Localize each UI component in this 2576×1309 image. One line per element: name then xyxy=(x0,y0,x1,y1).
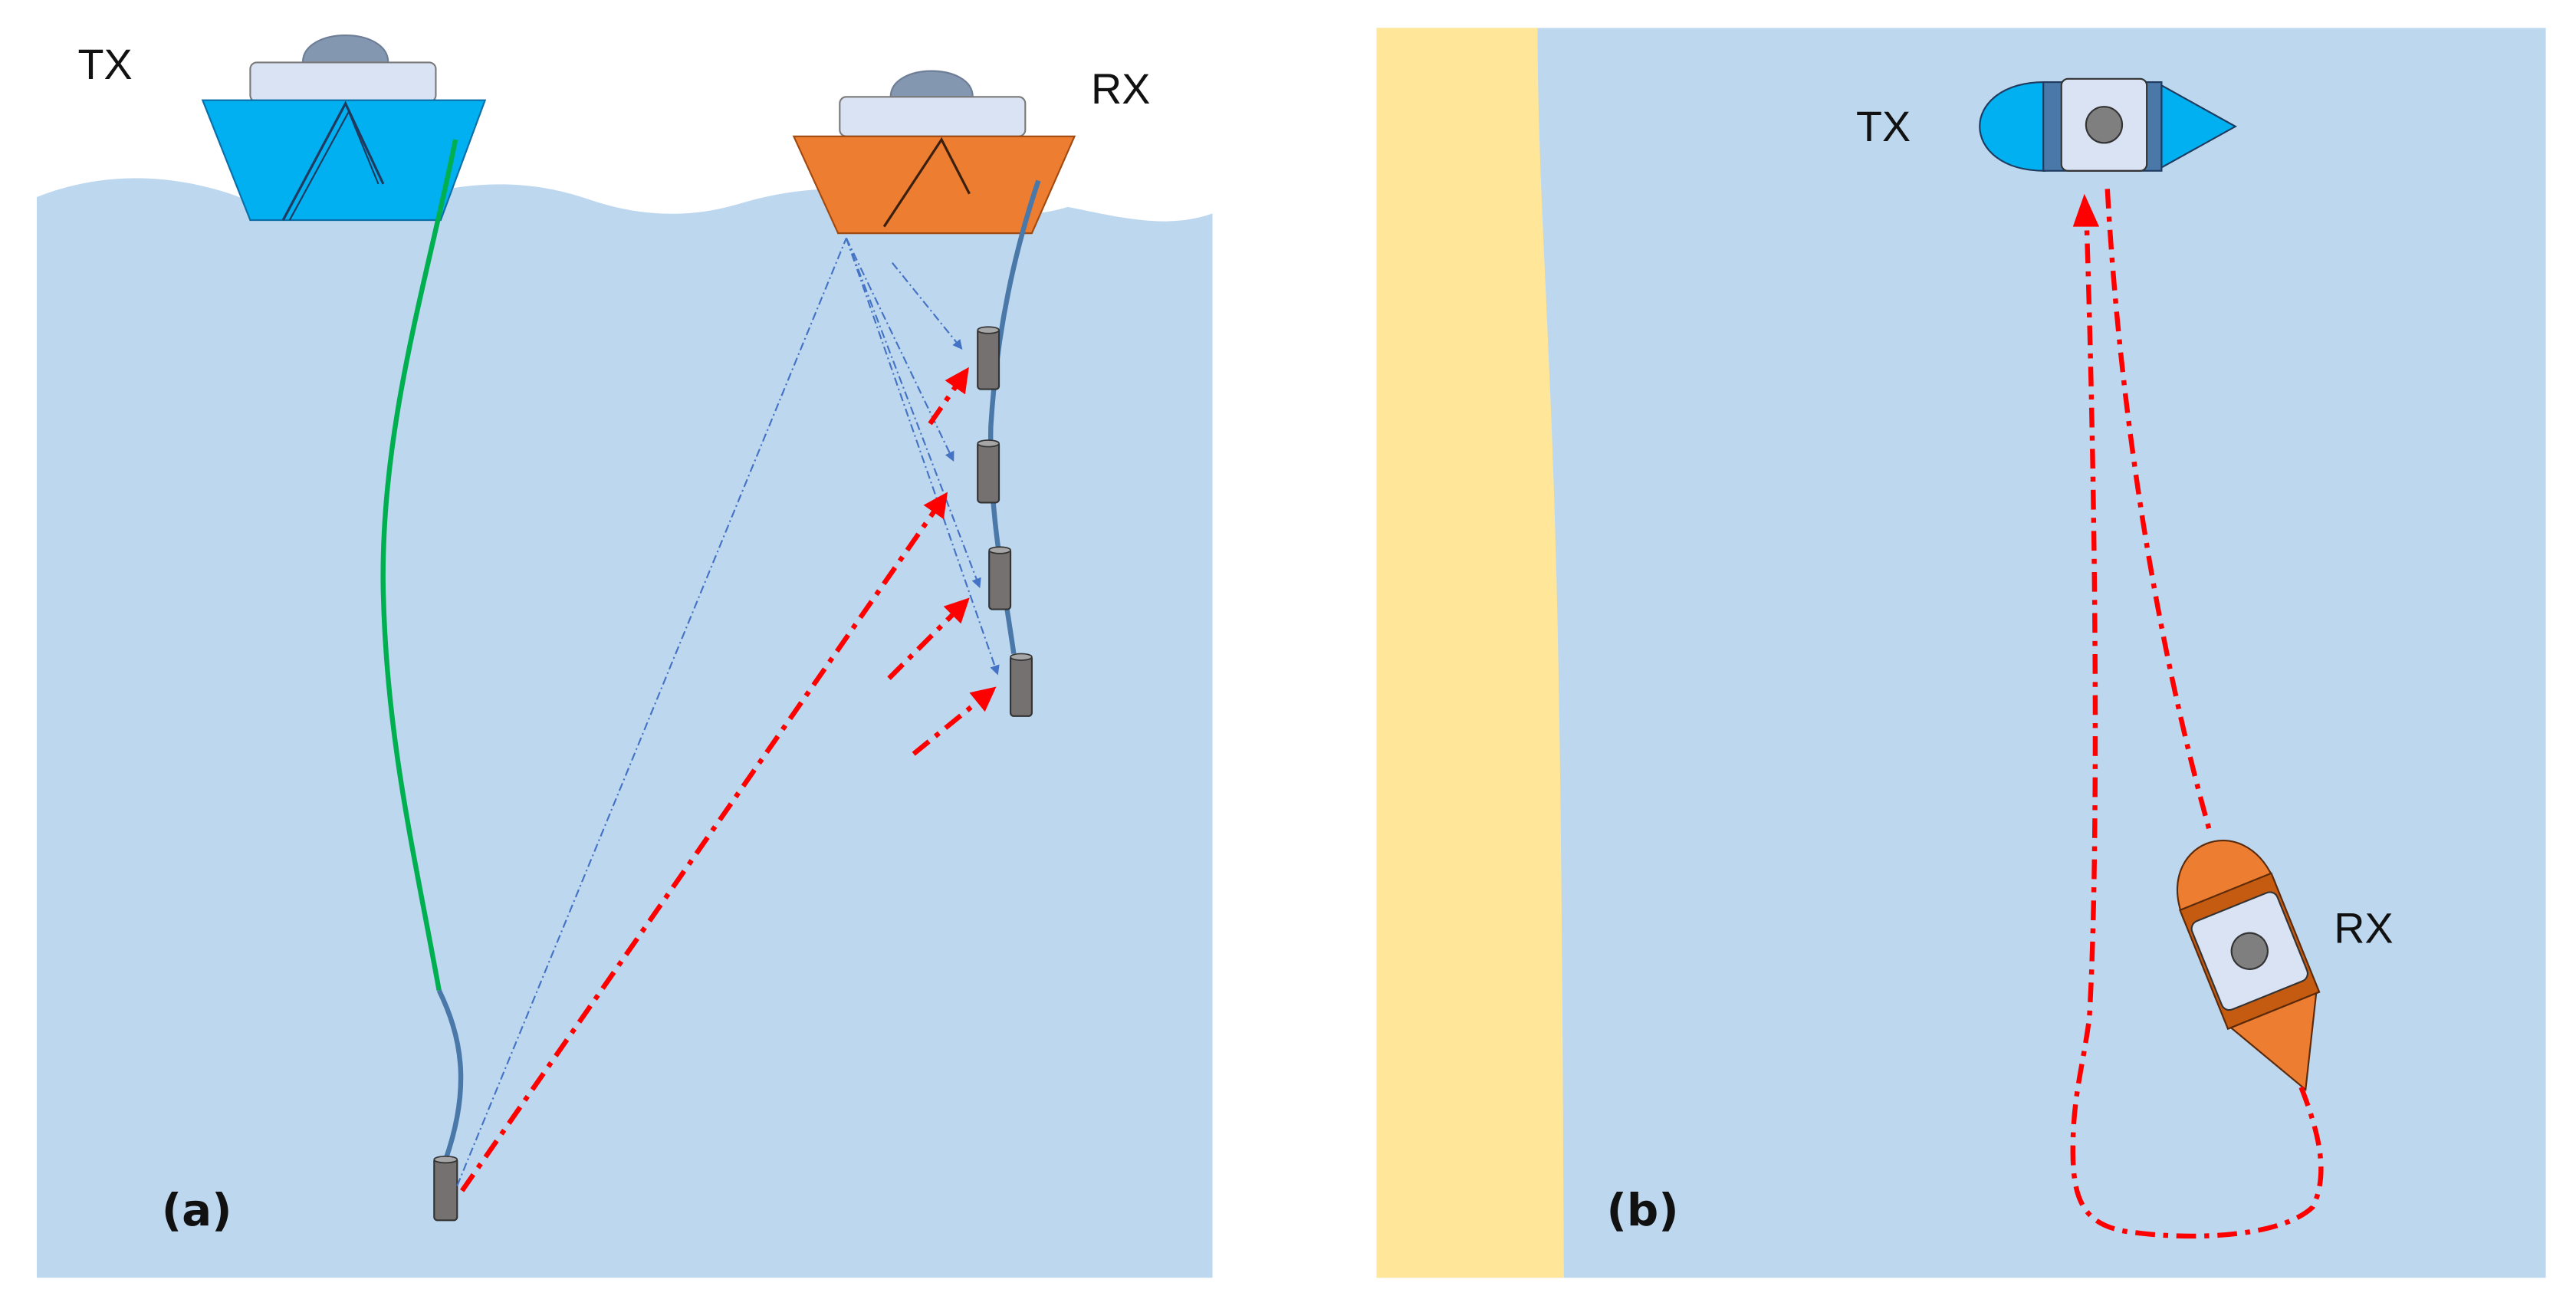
tx-boat-dome xyxy=(301,35,389,64)
sea-water-b xyxy=(1376,28,2546,1278)
tx-label-b: TX xyxy=(1856,103,1911,150)
surface-reflection-line xyxy=(456,238,847,1186)
arrowhead-icon xyxy=(845,238,955,462)
rx-boat xyxy=(792,70,1076,235)
arrowhead-icon xyxy=(845,238,1000,676)
direct-path-short-2 xyxy=(887,597,970,680)
tx-source-hydrophone xyxy=(433,1155,458,1222)
tx-boat xyxy=(201,35,487,222)
tx-boat-dome-top xyxy=(2085,106,2124,144)
tx-boat-hull xyxy=(201,99,487,222)
arrowhead-icon xyxy=(845,238,981,589)
reflection-arrows xyxy=(845,238,1000,676)
tx-label-a: TX xyxy=(78,41,133,88)
rx-boat-frame xyxy=(882,136,971,228)
tx-boat-frame xyxy=(281,100,385,221)
rx-label-b: RX xyxy=(2334,904,2393,952)
tx-cable-lower xyxy=(436,989,464,1161)
direct-path-short-1 xyxy=(928,367,969,426)
rx-boat-stern xyxy=(2177,840,2276,921)
panel-a: TX RX xyxy=(36,35,1213,1278)
hydrophone-icon xyxy=(988,546,1012,610)
caption-a: (a) xyxy=(162,1184,232,1236)
arrowhead-icon xyxy=(891,262,963,350)
rx-boat-dome xyxy=(889,70,974,98)
tx-boat-frame-inner xyxy=(288,110,380,221)
rx-boat-bow xyxy=(2229,992,2318,1092)
hydrophone-icon xyxy=(977,326,1001,390)
direct-path-main xyxy=(460,492,948,1192)
tx-cable xyxy=(380,139,458,992)
panel-b: TX RX (b) xyxy=(1376,28,2546,1278)
hydrophone-icon xyxy=(1009,653,1033,717)
caption-b: (b) xyxy=(1607,1184,1679,1236)
tx-boat-stern xyxy=(1979,81,2046,172)
rx-hydrophones xyxy=(977,326,1033,717)
arrowhead-icon xyxy=(2072,193,2100,227)
sand-shore xyxy=(1376,28,1564,1278)
tx-boat-top xyxy=(1979,77,2238,172)
hydrophone-icon xyxy=(977,439,1001,504)
tx-boat-bow xyxy=(2160,84,2238,169)
rx-label-a: RX xyxy=(1091,65,1150,113)
rx-track-loop xyxy=(2070,189,2324,1239)
sea-water xyxy=(36,178,1213,1278)
direct-path-short-3 xyxy=(912,686,997,756)
direct-path-arrows xyxy=(460,367,997,1192)
rx-boat-hull xyxy=(792,135,1076,235)
tx-boat-cabin xyxy=(249,61,437,103)
rx-boat-cabin xyxy=(839,96,1027,137)
rx-boat-top xyxy=(2177,840,2321,1092)
rx-boat-dome-top xyxy=(2230,932,2269,970)
